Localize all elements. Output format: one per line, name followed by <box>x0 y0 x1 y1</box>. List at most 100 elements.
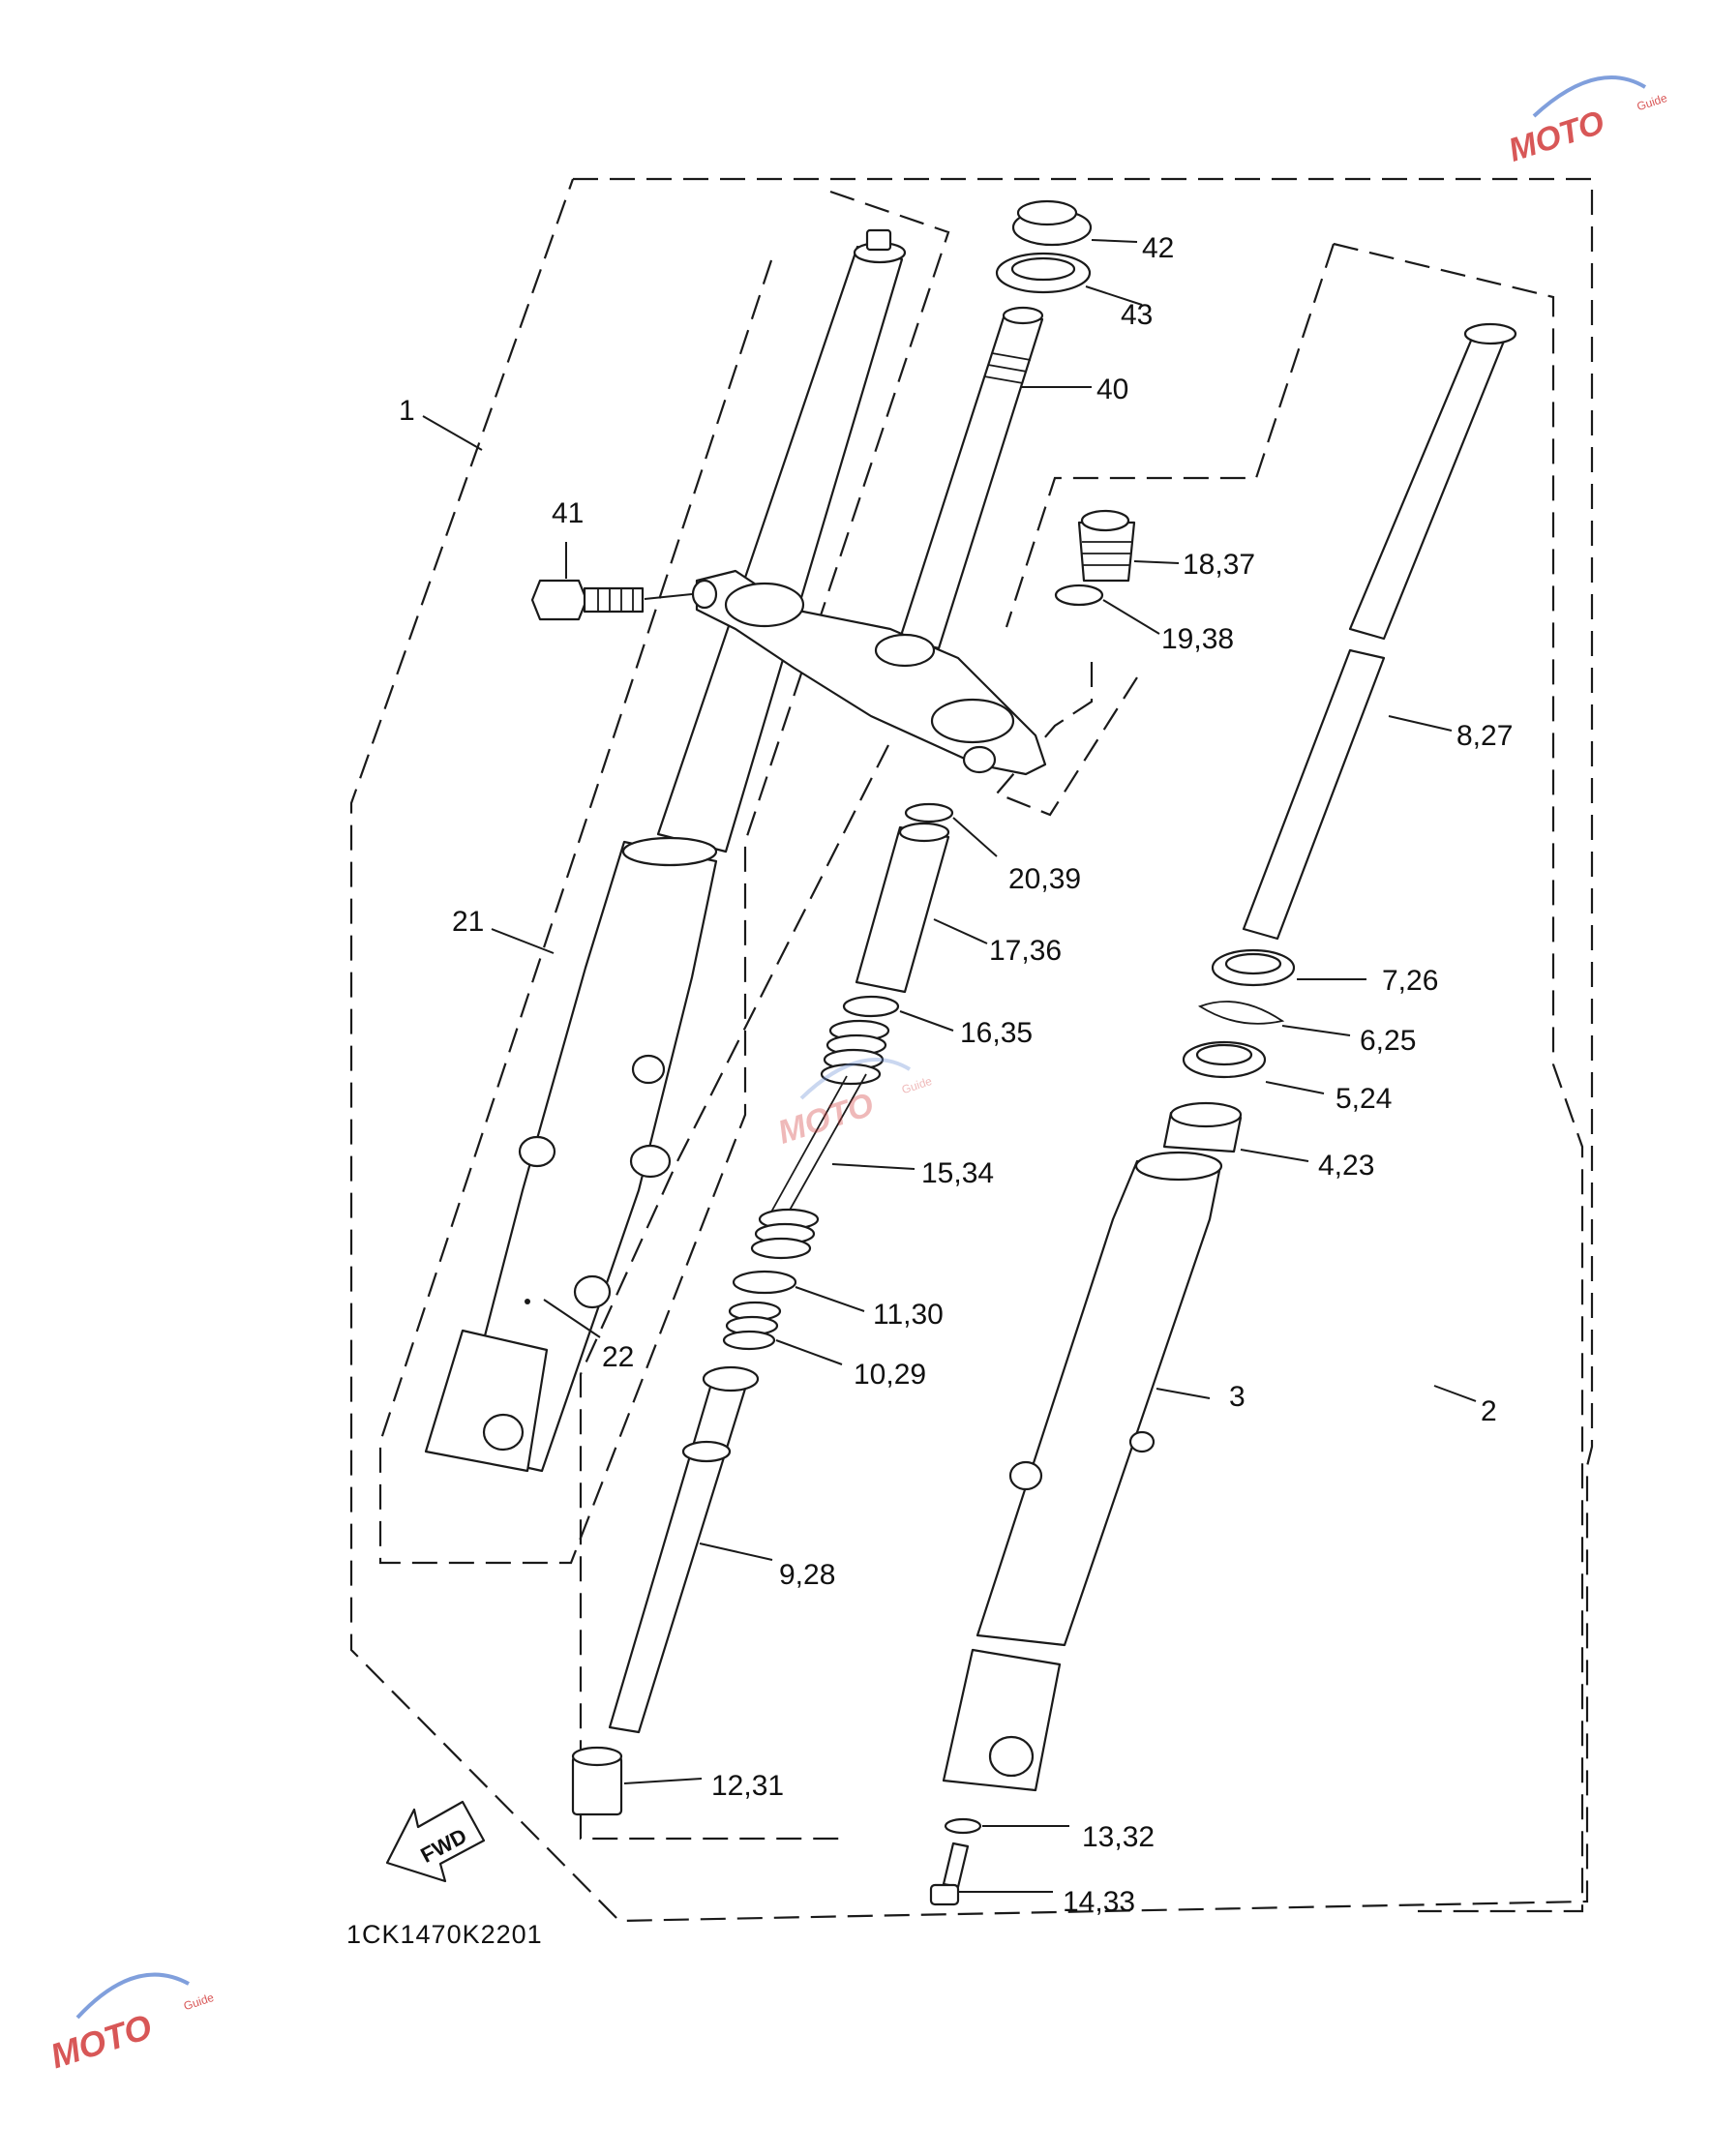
outer-tube-3-axle-hole <box>988 1735 1035 1778</box>
callout-17-36: 17,36 <box>989 935 1062 967</box>
callout-4-23: 4,23 <box>1318 1150 1374 1182</box>
dust-seal-43-inner <box>1010 256 1076 282</box>
fork-spring-15 <box>750 1019 890 1260</box>
callout-2: 2 <box>1481 1395 1497 1427</box>
watermark-brand: MOTO <box>1504 104 1608 168</box>
callout-15-34: 15,34 <box>921 1157 994 1189</box>
assembly-1-outline <box>349 177 1594 1923</box>
left-outer-tube <box>453 840 718 1473</box>
oil-seal-5-inner <box>1195 1043 1253 1066</box>
callout-22: 22 <box>602 1341 634 1373</box>
inner-tube-8 <box>1348 327 1507 641</box>
callout-13-32: 13,32 <box>1082 1821 1155 1853</box>
assembly-2-inner-outline <box>1005 243 1336 628</box>
spacer-17-top <box>898 822 950 843</box>
watermark-brand-bottom: MOTO <box>45 2006 157 2076</box>
damper-rod-collar <box>681 1440 732 1463</box>
callout-14-33: 14,33 <box>1063 1886 1135 1918</box>
bracket-washer <box>691 579 718 610</box>
left-axle-hole <box>482 1413 525 1452</box>
left-outer-tube-seal <box>621 836 718 867</box>
callout-16-35: 16,35 <box>960 1017 1033 1049</box>
bracket-left-clamp <box>724 582 805 628</box>
left-bracket-lug-2 <box>631 1054 666 1085</box>
callout-12-31: 12,31 <box>711 1770 784 1802</box>
inner-tube-8-lower <box>1242 648 1386 941</box>
callout-1: 1 <box>399 395 415 427</box>
callout-8-27: 8,27 <box>1456 720 1513 752</box>
watermark-sub-bottom: Guide <box>182 1991 216 2013</box>
washer-16 <box>842 995 900 1018</box>
steering-stem-40 <box>898 313 1044 650</box>
left-inner-tube <box>656 245 904 853</box>
damper-rod-head <box>702 1365 760 1392</box>
left-fork-21-outline <box>378 190 950 1565</box>
piston-ring-11 <box>732 1270 797 1295</box>
callout-3: 3 <box>1229 1381 1246 1413</box>
steering-stem-top <box>1002 306 1044 325</box>
outer-tube-3 <box>976 1159 1221 1647</box>
callout-5-24: 5,24 <box>1336 1083 1392 1115</box>
left-fork-assembly <box>424 228 907 1473</box>
watermark-sub: Guide <box>1636 91 1669 113</box>
pinch-bolt-41 <box>530 579 645 621</box>
stem-top-parts <box>995 199 1093 294</box>
bolt-14 <box>942 1842 970 1889</box>
washer-4-top <box>1169 1101 1243 1128</box>
left-bracket-lug <box>518 1135 556 1168</box>
bolt-41-shank <box>583 586 645 614</box>
callout-19-38: 19,38 <box>1161 623 1234 655</box>
callout-41: 41 <box>552 497 584 529</box>
callout-6-25: 6,25 <box>1360 1025 1416 1057</box>
callout-9-28: 9,28 <box>779 1559 835 1591</box>
left-axle-boss <box>424 1329 549 1473</box>
leader-lines <box>422 239 1477 1893</box>
stopper-ring-6 <box>1197 1001 1285 1025</box>
callout-20-39: 20,39 <box>1008 863 1081 895</box>
cap-bolt-18-top <box>1080 509 1130 532</box>
inner-tube-8-top <box>1463 322 1517 345</box>
outer-tube-3-lug-2 <box>1128 1430 1156 1453</box>
bolt-14-head <box>929 1883 960 1906</box>
callout-10-29: 10,29 <box>854 1359 926 1391</box>
fwd-arrow: FWD <box>385 1800 486 1883</box>
assembly-2-outline <box>1333 242 1584 1913</box>
bracket-right-clamp <box>930 698 1015 744</box>
inner-fork-parts <box>571 802 954 1816</box>
bolt-41-head <box>530 579 588 621</box>
left-fork-cap-bolt <box>865 228 892 252</box>
fwd-arrow-icon <box>385 1800 486 1883</box>
watermark-swoosh <box>1532 75 1647 118</box>
callout-42: 42 <box>1142 232 1174 264</box>
watermark-sub-middle: Guide <box>900 1074 934 1096</box>
ring-nut-42-top <box>1016 199 1078 226</box>
gasket-13 <box>944 1817 982 1835</box>
group-outlines <box>349 177 1594 1923</box>
outer-tube-3-lug <box>1008 1460 1043 1491</box>
rebound-spring-10 <box>722 1301 782 1351</box>
callout-21: 21 <box>452 906 484 938</box>
callout-7-26: 7,26 <box>1382 965 1438 997</box>
o-ring-19 <box>1054 584 1104 607</box>
watermark-brand-middle: MOTO <box>773 1086 878 1151</box>
damper-rod-9 <box>608 1382 747 1734</box>
diagram-code: 1CK1470K2201 <box>346 1920 543 1949</box>
bracket-pinch-bore <box>962 745 997 774</box>
drain-screw-22 <box>525 1299 530 1304</box>
spacer-17 <box>855 825 950 994</box>
watermark-logo-top: MOTO Guide <box>1504 75 1669 169</box>
callout-18-37: 18,37 <box>1183 549 1255 581</box>
dust-seal-7-inner <box>1224 952 1282 975</box>
outer-tube-3-top <box>1134 1151 1223 1182</box>
washer-20 <box>904 802 954 823</box>
right-fork-parts <box>929 322 1517 1906</box>
bracket-stem-hole <box>874 633 936 668</box>
callout-40: 40 <box>1096 374 1128 405</box>
callout-labels: 1 2 3 21 22 40 41 42 43 18,37 19,38 8,27… <box>399 232 1513 1918</box>
oil-lock-piece-12-top <box>571 1746 623 1767</box>
inner-parts-outline <box>579 744 889 1841</box>
callout-11-30: 11,30 <box>873 1299 944 1331</box>
callout-43: 43 <box>1121 299 1153 331</box>
cap-bolt-parts <box>1054 509 1136 607</box>
